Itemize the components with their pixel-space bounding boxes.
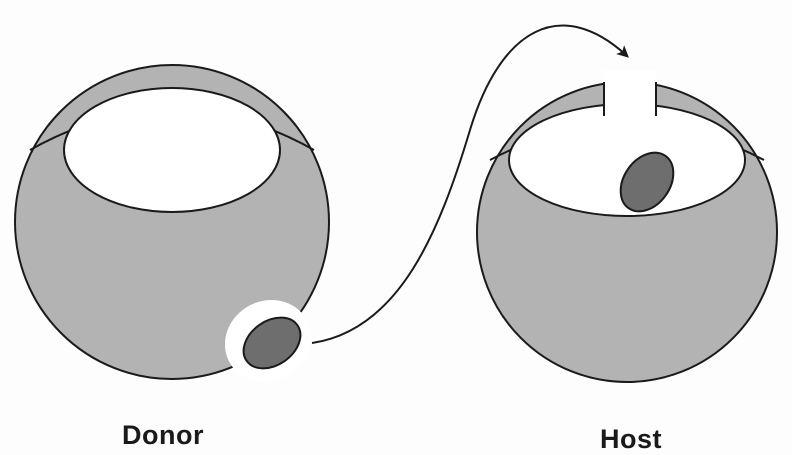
donor-label: Donor bbox=[122, 420, 204, 451]
donor-cell bbox=[15, 65, 329, 398]
host-cell bbox=[477, 70, 777, 382]
host-cell-opening bbox=[604, 70, 656, 116]
host-label: Host bbox=[600, 424, 662, 455]
donor-cell-cavity bbox=[64, 88, 280, 212]
